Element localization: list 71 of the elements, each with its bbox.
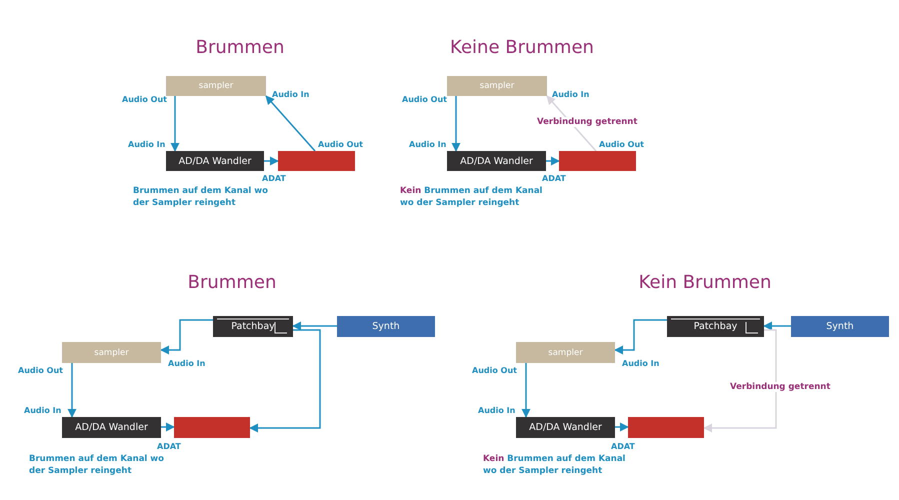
port-label: Audio In: [168, 359, 206, 368]
panel-title: Brummen: [196, 37, 284, 58]
arrow: [68, 363, 76, 418]
synth-box: [337, 316, 435, 337]
panel-title: Brummen: [188, 272, 276, 293]
port-label: Audio In: [552, 90, 590, 99]
interface-box: [628, 417, 704, 438]
device-label: AD/DA Wandler: [529, 422, 602, 433]
sampler-box: [62, 342, 161, 363]
port-label: Audio Out: [318, 140, 363, 149]
arrow: [452, 96, 460, 152]
device-label: AD/DA Wandler: [75, 422, 148, 433]
panel-title: Keine Brummen: [450, 37, 594, 58]
port-label: Audio In: [478, 406, 516, 415]
panel-title: Kein Brummen: [638, 272, 772, 293]
arrow: [292, 322, 337, 330]
port-label: ADAT: [157, 442, 181, 451]
port-label: Audio In: [622, 359, 660, 368]
interface-box: [174, 417, 250, 438]
device-label: sampler: [480, 81, 514, 91]
note-text: Kein Brummen auf dem Kanal wo der Sampler reingeht: [400, 186, 544, 210]
port-label: Audio In: [128, 140, 166, 149]
edge-label: Verbindung getrennt: [729, 382, 832, 392]
port-label: Audio Out: [18, 366, 63, 375]
arrow: [522, 363, 530, 418]
arrow: [249, 329, 321, 432]
note-text: Brummen auf dem Kanal wo der Sampler reingeht: [133, 186, 269, 210]
device-label: AD/DA Wandler: [178, 156, 252, 166]
arrow: [265, 95, 316, 152]
port-label: ADAT: [611, 442, 635, 451]
device-label: Patchbay: [694, 321, 738, 332]
device-label: Synth: [372, 321, 400, 332]
port-label: Audio Out: [599, 140, 644, 149]
interface-box: [559, 151, 636, 171]
sampler-box: [516, 342, 615, 363]
converter-box: [166, 151, 264, 171]
arrow: [703, 329, 777, 432]
port-label: Audio In: [272, 90, 310, 99]
synth-box: [791, 316, 889, 337]
port-label: Audio Out: [402, 95, 447, 104]
note-text: Brummen auf dem Kanal wo der Sampler reingeht: [29, 454, 165, 478]
note-text: Kein Brummen auf dem Kanal wo der Sampler reingeht: [483, 454, 626, 478]
device-label: Synth: [826, 321, 854, 332]
port-label: ADAT: [262, 174, 286, 183]
arrow: [546, 156, 560, 166]
sampler-box: [447, 76, 547, 96]
device-label: Patchbay: [231, 321, 275, 332]
edge-label: Verbindung getrennt: [536, 117, 638, 127]
device-label: AD/DA Wandler: [460, 156, 533, 166]
port-label: ADAT: [542, 174, 566, 183]
device-label: sampler: [548, 348, 583, 358]
patchbay-box: [213, 316, 293, 337]
patchbay-box: [667, 316, 764, 337]
converter-box: [516, 417, 615, 438]
converter-box: [447, 151, 546, 171]
arrow: [615, 422, 629, 432]
port-label: Audio In: [409, 140, 446, 149]
arrow: [763, 322, 791, 330]
arrow: [614, 319, 667, 354]
arrow: [170, 96, 180, 152]
port-label: Audio Out: [122, 95, 167, 104]
device-label: sampler: [94, 348, 129, 358]
sampler-box: [166, 76, 266, 96]
arrow: [160, 319, 213, 354]
arrow: [264, 156, 279, 166]
interface-box: [278, 151, 355, 171]
port-label: Audio In: [24, 406, 62, 415]
device-label: sampler: [198, 81, 234, 91]
port-label: Audio Out: [472, 366, 517, 375]
arrow: [161, 422, 175, 432]
converter-box: [62, 417, 161, 438]
